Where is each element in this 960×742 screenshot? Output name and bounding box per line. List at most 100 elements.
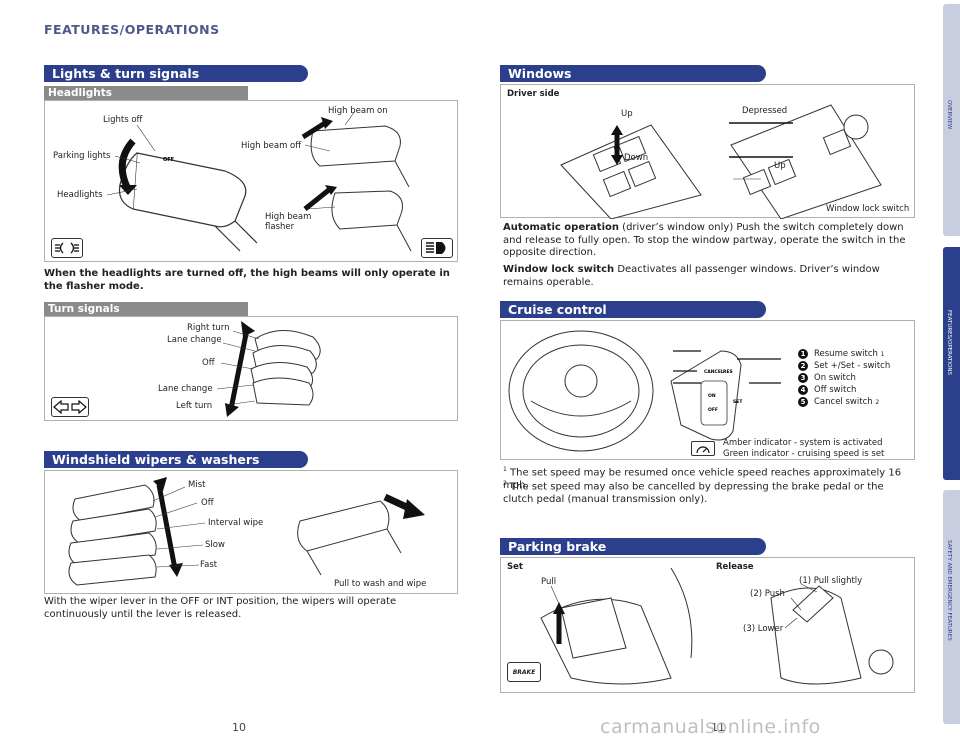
page-header: FEATURES/OPERATIONS	[44, 22, 220, 37]
tab-overview[interactable]	[943, 4, 960, 236]
amber-indicator-text: Amber indicator - system is activated	[723, 438, 883, 448]
lights-section-title: Lights & turn signals	[44, 65, 308, 82]
tab-features-operations[interactable]	[943, 247, 960, 480]
window-switch-illustration	[560, 104, 882, 219]
footnote-mark: 2	[503, 480, 507, 487]
high-beam-indicator-icon	[421, 238, 453, 258]
window-up-label: Up	[621, 109, 633, 119]
automatic-operation-text: Automatic operation (driver’s window onl…	[503, 222, 915, 260]
turn-signal-indicator-icon	[51, 397, 89, 417]
cruise-item-number: 2	[798, 361, 808, 371]
pull-wash-label: Pull to wash and wipe	[334, 579, 427, 589]
footnote-mark: 1	[503, 466, 507, 473]
release-label: Release	[716, 562, 754, 572]
window-down-label: Down	[624, 153, 649, 163]
cruise-item-number: 1	[798, 349, 808, 359]
headlights-note: When the headlights are turned off, the …	[44, 268, 450, 292]
window-lock-description: Deactivates all passenger windows. Drive…	[503, 264, 880, 288]
cruise-item-cancel: 5 Cancel switch 2	[798, 396, 890, 408]
wiper-lever-illustration	[68, 477, 425, 586]
turn-signals-subtitle: Turn signals	[44, 302, 248, 316]
lower-label: (3) Lower	[743, 624, 784, 634]
driver-side-label: Driver side	[507, 89, 560, 99]
pull-slightly-label: (1) Pull slightly	[799, 576, 863, 586]
tab-overview-label: OVERVIEW	[946, 100, 952, 130]
cruise-item-number: 4	[798, 385, 808, 395]
high-beam-flasher-label-2: flasher	[265, 222, 295, 232]
window-lock-term: Window lock switch	[503, 264, 615, 275]
pull-label: Pull	[541, 577, 557, 587]
on-button-text: ON	[708, 393, 716, 399]
cruise-item-label: Resume switch	[814, 349, 878, 359]
off-label: Off	[202, 358, 215, 368]
off-button-text: OFF	[708, 407, 718, 413]
windows-figure: Driver side Up Down Depressed Up Window …	[500, 84, 915, 219]
cruise-figure: CANCEL RES ON OFF SET Amber indicator - …	[500, 320, 915, 460]
cruise-item-footnote-mark: 2	[875, 398, 880, 406]
high-beam-flasher-label-1: High beam	[265, 212, 312, 222]
fast-label: Fast	[200, 560, 218, 570]
turn-signals-figure: Right turn Lane change Off Lane change L…	[44, 316, 458, 421]
lane-change-bottom-label: Lane change	[158, 384, 213, 394]
parking-light-indicator-icon	[51, 238, 83, 258]
cruise-section-title: Cruise control	[500, 301, 766, 318]
window-lock-text: Window lock switch Deactivates all passe…	[503, 264, 915, 289]
parking-brake-figure: Set Release Pull (1) Pull slightly (2) P…	[500, 557, 915, 693]
cruise-item-number: 3	[798, 373, 808, 383]
parking-lights-label: Parking lights	[53, 151, 111, 161]
mist-label: Mist	[188, 480, 206, 490]
parking-brake-illustration	[540, 567, 894, 685]
footnote-text: The set speed may be resumed once vehicl…	[503, 467, 902, 491]
automatic-operation-description: (driver’s window only) Push the switch c…	[503, 222, 906, 258]
wipers-note: With the wiper lever in the OFF or INT p…	[44, 596, 397, 620]
turn-signal-lever-illustration	[216, 321, 321, 417]
high-beam-on-label: High beam on	[328, 106, 388, 116]
lane-change-top-label: Lane change	[167, 335, 222, 345]
wipers-section-title: Windshield wipers & washers	[44, 451, 308, 468]
cruise-item-footnote-mark: 1	[880, 350, 885, 358]
headlights-figure: OFF Lights off Parking lights Headlights…	[44, 100, 458, 262]
cancel-button-text: CANCEL	[704, 369, 724, 375]
headlights-label: Headlights	[57, 190, 103, 200]
slow-label: Slow	[205, 540, 225, 550]
cruise-item-number: 5	[798, 397, 808, 407]
cruise-item-label: Cancel switch	[814, 397, 873, 407]
wipers-figure: Mist Off Interval wipe Slow Fast Pull to…	[44, 470, 458, 594]
cruise-item-set: 2 Set +/Set - switch	[798, 360, 890, 372]
headlights-lever-illustration: OFF	[106, 110, 412, 252]
depressed-label: Depressed	[742, 106, 788, 116]
cruise-item-label: On switch	[814, 373, 856, 383]
parking-brake-section-title: Parking brake	[500, 538, 766, 555]
lever-off-text: OFF	[163, 157, 174, 163]
green-indicator-text: Green indicator - cruising speed is set	[723, 449, 885, 459]
tab-safety-emergency[interactable]	[943, 490, 960, 724]
tab-safety-emergency-label: SAFETY AND EMERGENCY FEATURES	[946, 540, 952, 641]
cruise-indicator-icon	[691, 441, 715, 456]
window-lock-switch-label: Window lock switch	[826, 204, 910, 214]
cruise-item-label: Off switch	[814, 385, 857, 395]
right-turn-label: Right turn	[187, 323, 230, 333]
cruise-item-on: 3 On switch	[798, 372, 890, 384]
tab-features-operations-label: FEATURES/OPERATIONS	[946, 310, 952, 375]
steering-wheel-illustration: CANCEL RES ON OFF SET	[508, 330, 781, 452]
automatic-operation-term: Automatic operation	[503, 222, 619, 233]
windows-section-title: Windows	[500, 65, 766, 82]
push-label: (2) Push	[750, 589, 785, 599]
interval-wipe-label: Interval wipe	[208, 518, 264, 528]
brake-icon-text: BRAKE	[512, 668, 536, 676]
window-up-right-label: Up	[774, 161, 786, 171]
brake-warning-icon: BRAKE	[507, 662, 541, 682]
lights-off-label: Lights off	[103, 115, 143, 125]
cruise-item-label: Set +/Set - switch	[814, 361, 891, 371]
page-number-right: 11	[711, 721, 725, 734]
res-button-text: RES	[723, 369, 733, 375]
cruise-footnote-1: 1 The set speed may be resumed once vehi…	[503, 464, 923, 492]
headlights-subtitle: Headlights	[44, 86, 248, 100]
footnote-text: The set speed may also be cancelled by d…	[503, 481, 884, 505]
set-label: Set	[507, 562, 523, 572]
page-number-left: 10	[232, 721, 246, 734]
watermark: carmanualsonline.info	[600, 716, 821, 738]
cruise-item-off: 4 Off switch	[798, 384, 890, 396]
